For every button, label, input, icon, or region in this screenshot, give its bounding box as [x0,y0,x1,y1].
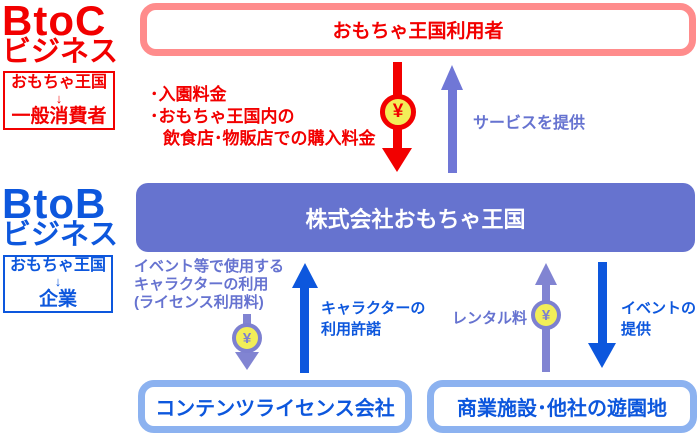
node-toy-kingdom-users: おもちゃ王国利用者 [140,3,696,56]
yen-coin-icon: ¥ [232,323,262,353]
payment-note-line: ･入園料金 [150,85,227,104]
down-arrow-glyph: ↓ [55,90,63,106]
yen-symbol: ¥ [541,306,551,324]
btoc-flow-to: 一般消費者 [11,105,107,127]
node-commercial-facilities: 商業施設･他社の遊園地 [427,380,697,433]
service-arrow-head-up [441,65,463,90]
license-grant-arrow-head-up [292,263,318,288]
rental-arrow-head-up [535,263,557,285]
payment-note: ･入園料金 ･おもちゃ王国内の 飲食店･物販店での購入料金 [150,84,376,150]
event-arrow-head-down [588,343,616,368]
event-label: イベントの 提供 [621,298,696,340]
node-company: 株式会社おもちゃ王国 [136,183,695,252]
service-arrow-shaft [448,88,457,173]
btob-flow-from: おもちゃ王国 [9,257,106,274]
btoc-flow-box: おもちゃ王国 ↓ 一般消費者 [3,71,115,130]
btob-flow-to: 企業 [38,289,77,310]
payment-arrow-head-down [382,148,412,172]
event-arrow-shaft [598,262,607,345]
btoc-subtitle: ビジネス [2,36,119,68]
btob-flow-box: おもちゃ王国 ↓ 企業 [3,255,113,313]
license-fee-arrow-head-down [235,352,259,370]
payment-note-line: ･おもちゃ王国内の [150,107,295,126]
yen-coin-icon: ¥ [380,94,416,130]
event-label-line: 提供 [621,321,652,338]
btoc-title: BtoC [2,0,107,44]
license-grant-arrow-shaft [300,286,309,373]
yen-coin-icon: ¥ [531,300,561,330]
btob-title: BtoB [2,180,107,227]
node-content-license-company: コンテンツライセンス会社 [138,380,412,433]
license-fee-line: (ライセンス利用料) [134,294,264,311]
btoc-flow-from: おもちゃ王国 [10,73,107,91]
license-fee-line: イベント等で使用する [134,258,285,275]
payment-note-line: 飲食店･物販店での購入料金 [163,129,376,148]
service-label: サービスを提供 [473,115,586,132]
license-fee-note: イベント等で使用する キャラクターの利用 (ライセンス利用料) [134,258,284,312]
license-grant-line: 利用許諾 [321,321,382,338]
btob-subtitle: ビジネス [2,219,119,251]
down-arrow-glyph: ↓ [54,274,62,289]
event-label-line: イベントの [621,300,697,317]
rental-fee-label: レンタル料 [452,310,528,327]
yen-symbol: ¥ [392,101,404,122]
license-fee-line: キャラクターの利用 [134,276,269,293]
yen-symbol: ¥ [242,329,252,347]
license-grant-label: キャラクターの 利用許諾 [321,298,425,340]
license-grant-line: キャラクターの [321,300,426,317]
